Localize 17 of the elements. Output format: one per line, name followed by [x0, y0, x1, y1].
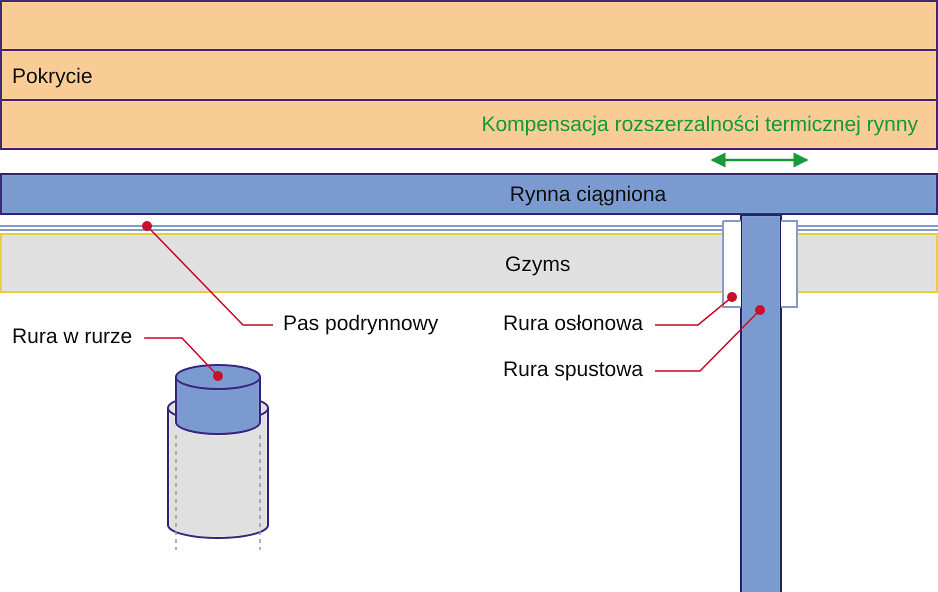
roof-covering-band [0, 99, 938, 150]
callout-label: Rura spustowa [503, 358, 644, 382]
cornice-band [0, 233, 938, 293]
callout-label: Rura osłonowa [503, 312, 644, 336]
pipe-in-pipe-drawing [164, 362, 272, 552]
callout-label: Rura w rurze [12, 325, 132, 349]
sleeve-pipe [722, 220, 798, 308]
layer-label: Rynna ciągniona [510, 183, 666, 207]
downpipe [740, 214, 782, 592]
gutter-strip [0, 225, 938, 231]
roof-covering-band [0, 49, 938, 101]
layer-label: Pokrycie [12, 65, 93, 89]
gutter-bar [0, 173, 938, 215]
callout-label: Pas podrynnowy [283, 312, 438, 336]
layer-label: Kompensacja rozszerzalności termicznej rynny [482, 113, 918, 137]
roof-covering-band [0, 0, 938, 51]
layer-label: Gzyms [505, 253, 570, 277]
